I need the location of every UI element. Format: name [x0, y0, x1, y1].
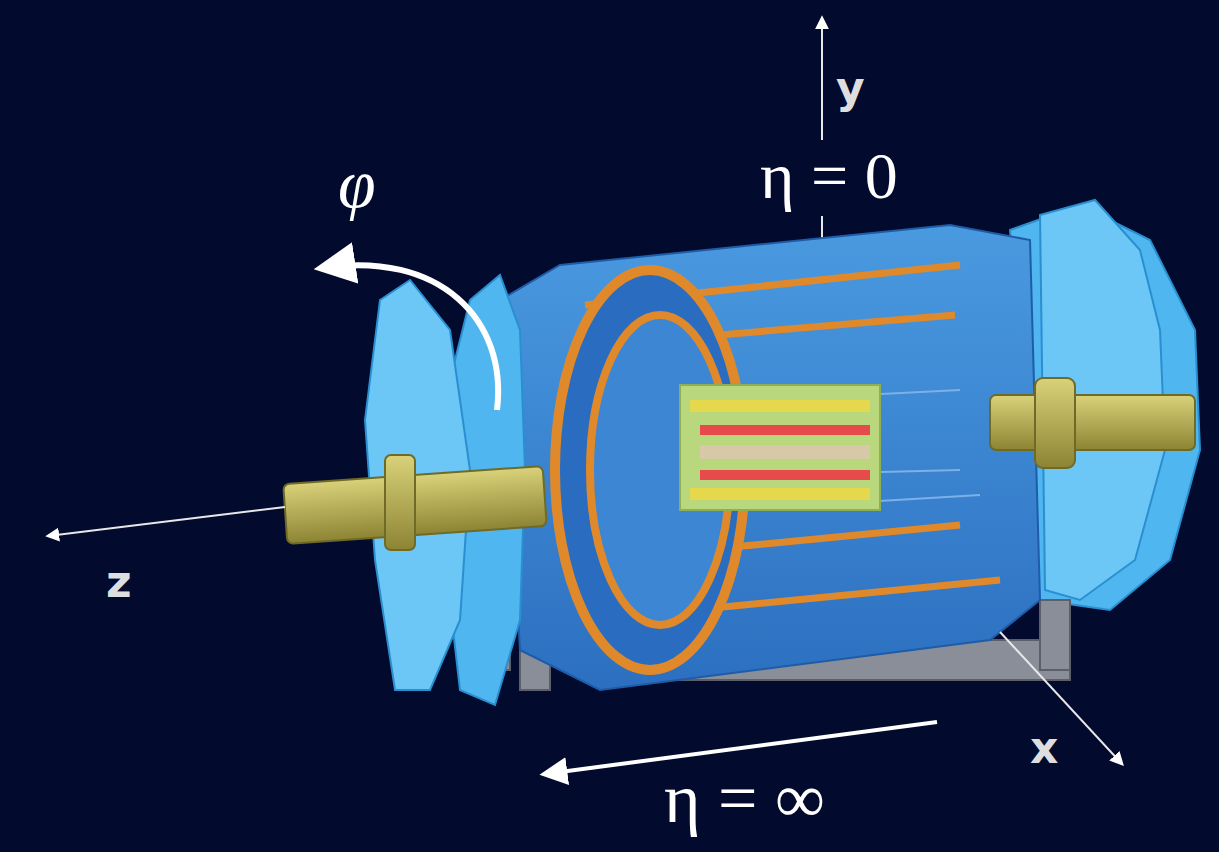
pseudorapidity-label: η = ∞ [664, 764, 825, 834]
pseudorapidity-label: η = 0 [760, 143, 898, 209]
angle-label: φ [338, 150, 376, 218]
axis-label: y [836, 66, 865, 110]
axis-label: z [106, 560, 132, 604]
axis-label: x [1030, 726, 1058, 770]
